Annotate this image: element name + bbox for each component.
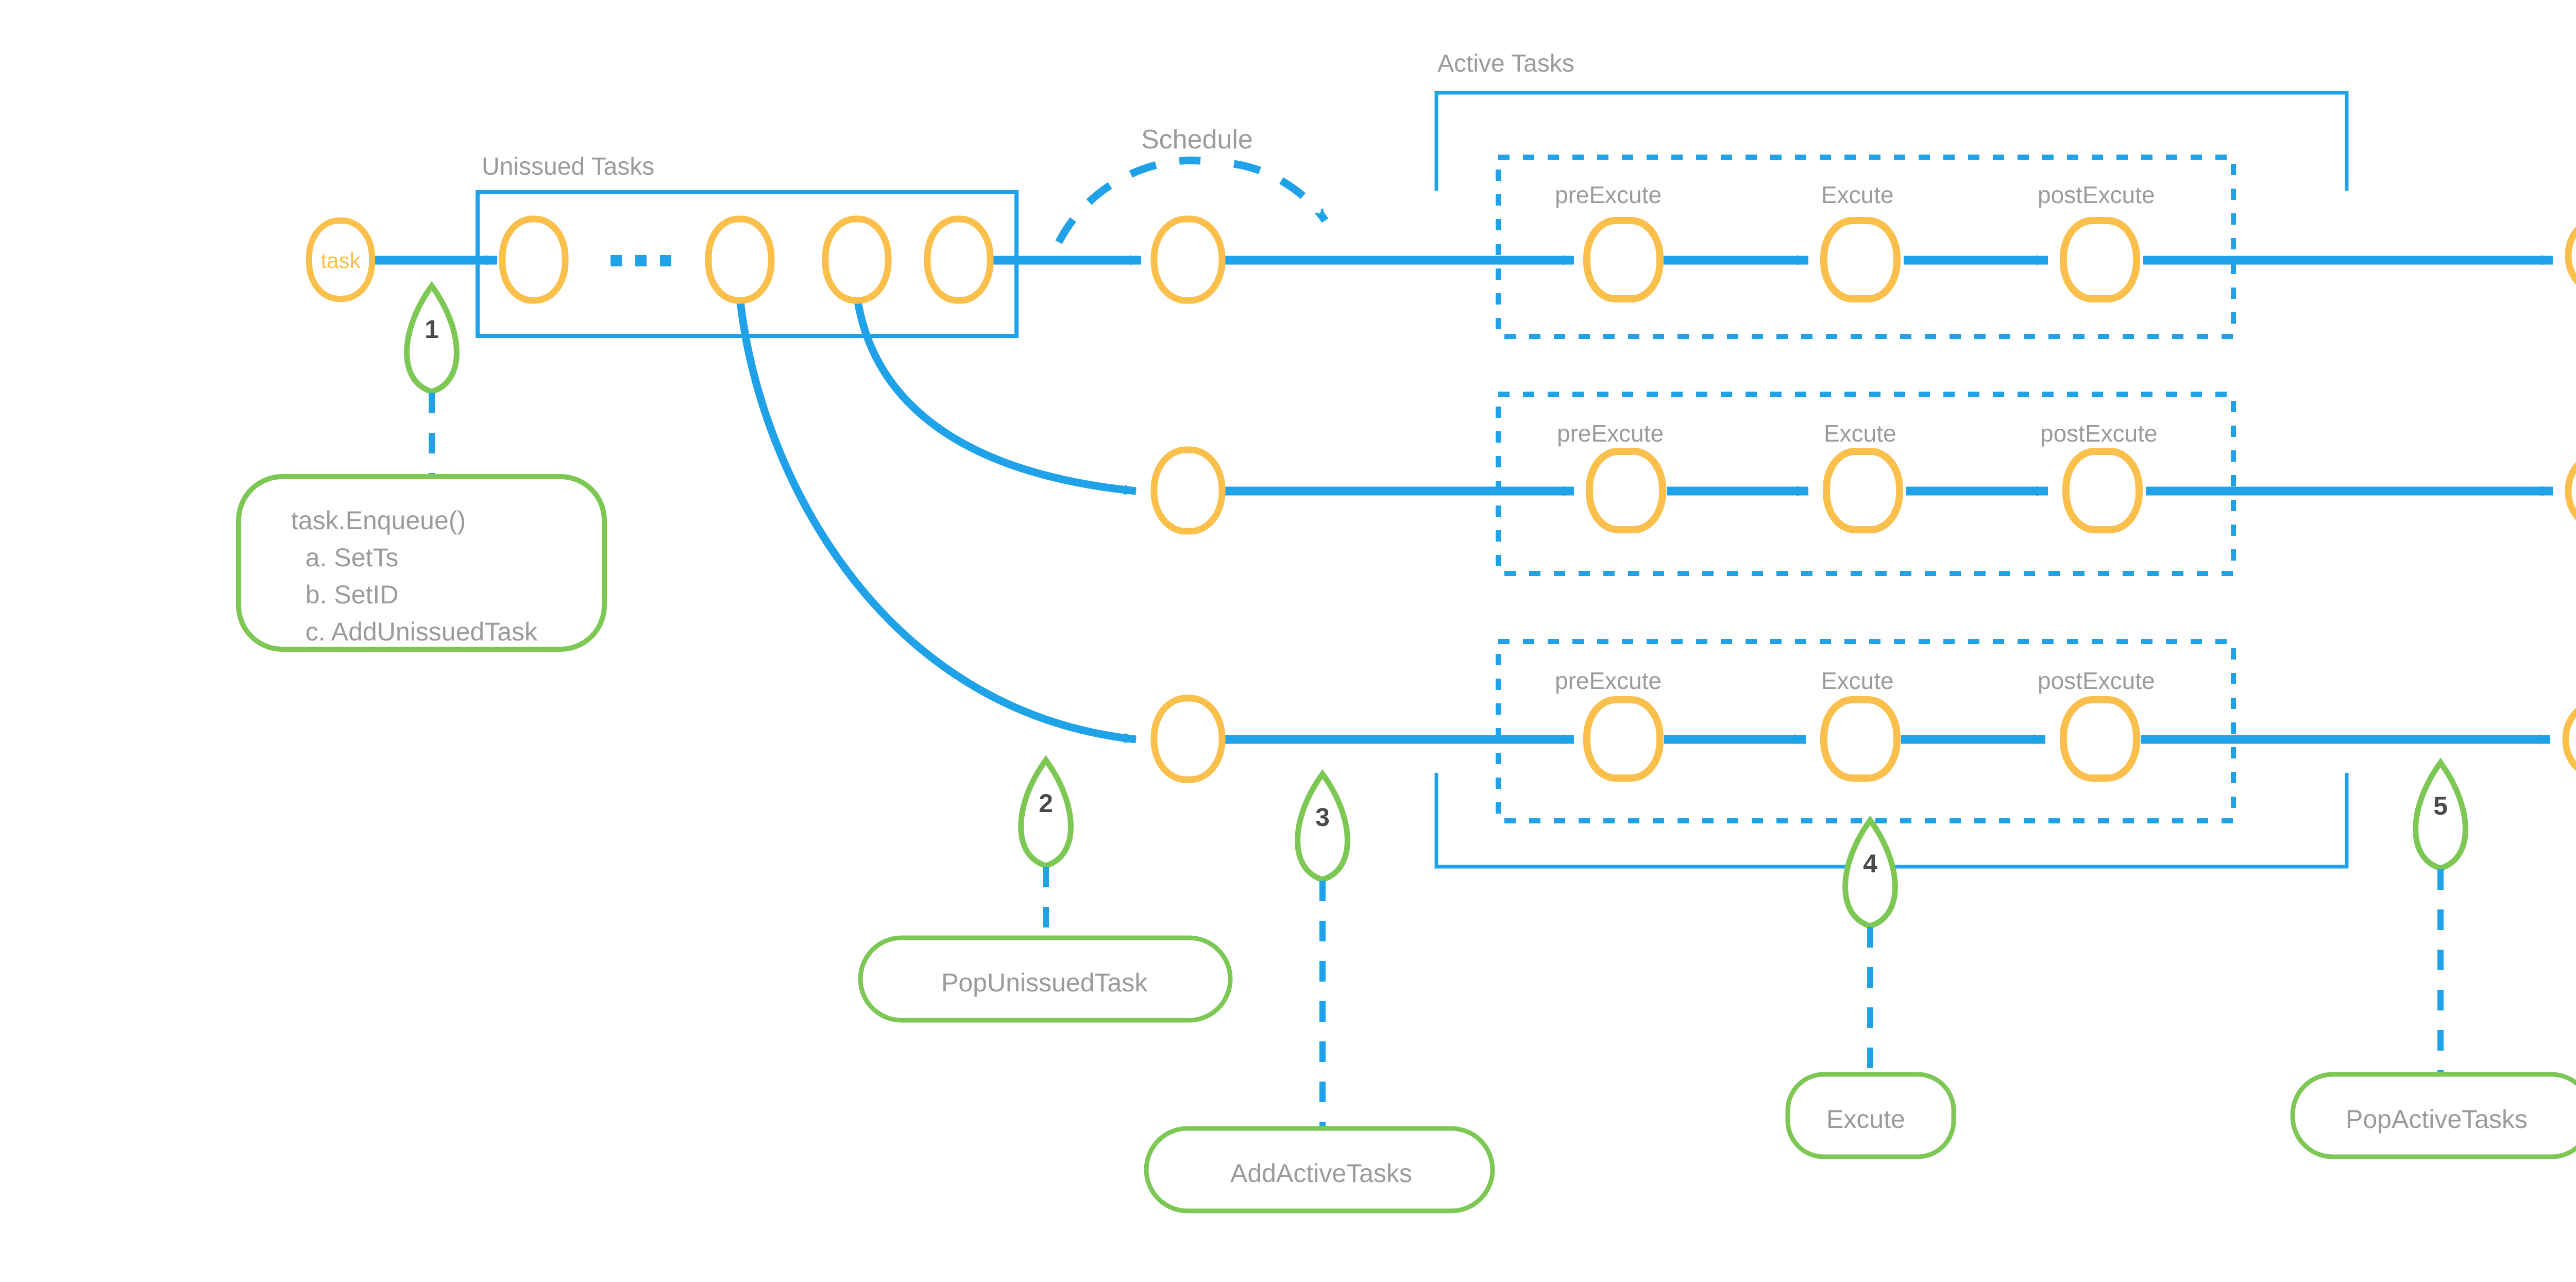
callout-box-excute xyxy=(1785,1072,1956,1159)
stage-label-excute-row2: Excute xyxy=(1824,420,1896,447)
callout-label-task-enqueue-line1: task.Enqueue() xyxy=(291,506,466,535)
pin-number-1: 1 xyxy=(425,315,439,344)
node-unissued-4 xyxy=(924,215,994,304)
schedule-label: Schedule xyxy=(1141,125,1253,155)
node-preexcute-row2 xyxy=(1586,448,1666,533)
pin-number-3: 3 xyxy=(1315,803,1330,832)
node-preexcute-row1 xyxy=(1583,217,1664,302)
stage-label-postexcute-row3: postExcute xyxy=(2038,667,2155,694)
callout-label-task-enqueue-line4: c. AddUnissuedTask xyxy=(291,617,538,646)
callout-label-excute: Excute xyxy=(1826,1105,1905,1134)
callout-label-add-active-tasks: AddActiveTasks xyxy=(1230,1159,1412,1188)
node-postexcute-row1 xyxy=(2060,217,2140,302)
callout-label-task-enqueue-line3: b. SetID xyxy=(291,580,399,609)
pin-marker-2[interactable] xyxy=(1018,755,1074,943)
node-postexcute-row3 xyxy=(2060,696,2140,782)
pin-number-5: 5 xyxy=(2433,791,2448,820)
node-terminal-row2 xyxy=(2565,462,2576,520)
queue-branch-curves xyxy=(735,291,1137,744)
node-sched-row3 xyxy=(1150,695,1226,783)
stage-label-preexcute-row2: preExcute xyxy=(1557,420,1664,447)
unissued-tasks-bracket xyxy=(476,190,1019,322)
section-label-active-tasks: Active Tasks xyxy=(1437,50,1574,77)
node-terminal-row1 xyxy=(2565,226,2576,285)
node-task-label: task xyxy=(320,248,361,273)
pin-marker-3[interactable] xyxy=(1295,769,1350,1134)
node-preexcute-row3 xyxy=(1583,696,1664,782)
callout-label-pop-unissued-task: PopUnissuedTask xyxy=(941,968,1148,997)
callout-box-pop-unissued-task xyxy=(858,935,1233,1023)
stage-box-row1 xyxy=(1496,155,2236,339)
callout-label-pop-active-tasks: PopActiveTasks xyxy=(2346,1105,2528,1134)
node-task xyxy=(306,217,375,302)
stage-label-postexcute-row2: postExcute xyxy=(2040,420,2158,447)
stage-label-preexcute-row1: preExcute xyxy=(1555,181,1662,208)
pin-marker-4[interactable] xyxy=(1842,815,1898,1077)
node-excute-row1 xyxy=(1820,217,1901,302)
pin-marker-1[interactable] xyxy=(404,281,460,479)
callout-box-pop-active-tasks xyxy=(2290,1072,2576,1159)
stage-label-preexcute-row3: preExcute xyxy=(1555,667,1662,694)
stage-label-excute-row3: Excute xyxy=(1821,667,1894,694)
node-unissued-2 xyxy=(705,215,775,304)
queue-ellipsis xyxy=(611,255,671,266)
node-sched-row2 xyxy=(1150,446,1226,535)
unissued-tasks-bracket-lower xyxy=(476,280,1019,338)
schedule-arc xyxy=(1055,156,1329,244)
node-sched-row1 xyxy=(1150,215,1226,304)
stage-label-excute-row1: Excute xyxy=(1821,181,1894,208)
node-terminal-row3 xyxy=(2562,707,2576,771)
stage-label-postexcute-row1: postExcute xyxy=(2038,181,2155,208)
node-unissued-1 xyxy=(499,215,569,304)
stage-box-row3 xyxy=(1496,639,2236,823)
stage-box-row2 xyxy=(1496,392,2236,576)
node-excute-row3 xyxy=(1820,696,1901,782)
node-excute-row2 xyxy=(1823,448,1903,533)
pin-number-4: 4 xyxy=(1863,849,1877,878)
pin-number-2: 2 xyxy=(1039,789,1053,818)
node-postexcute-row2 xyxy=(2062,448,2143,533)
pin-marker-5[interactable] xyxy=(2413,757,2468,1077)
section-label-unissued-tasks: Unissued Tasks xyxy=(482,153,655,180)
callout-label-task-enqueue-line2: a. SetTs xyxy=(291,543,399,572)
callout-box-task-enqueue xyxy=(236,474,607,652)
callout-box-add-active-tasks xyxy=(1144,1126,1495,1213)
node-unissued-3 xyxy=(822,215,892,304)
